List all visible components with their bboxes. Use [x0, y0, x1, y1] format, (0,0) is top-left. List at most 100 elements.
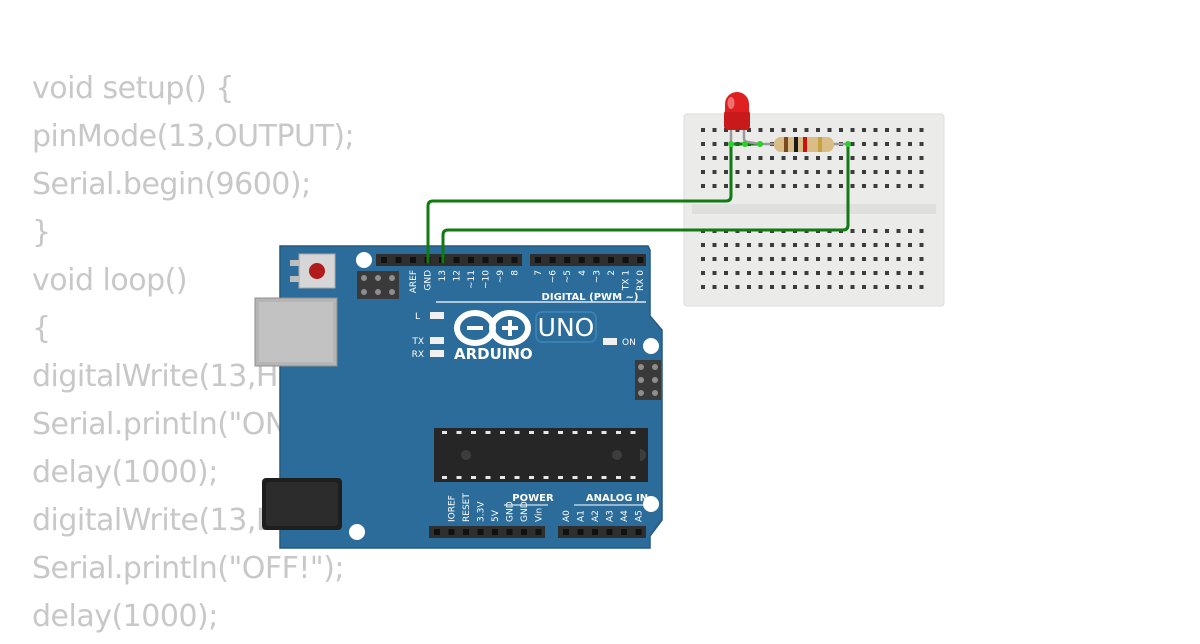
breadboard-hole[interactable]	[701, 257, 705, 261]
breadboard-hole[interactable]	[701, 243, 705, 247]
breadboard-hole[interactable]	[758, 170, 763, 174]
breadboard-hole[interactable]	[724, 184, 728, 188]
breadboard-hole[interactable]	[885, 170, 889, 174]
breadboard-hole[interactable]	[747, 128, 751, 132]
breadboard-hole[interactable]	[816, 128, 820, 132]
breadboard-hole[interactable]	[896, 229, 901, 233]
breadboard-hole[interactable]	[758, 243, 763, 247]
header-socket[interactable]	[482, 257, 489, 263]
header-socket[interactable]	[564, 257, 571, 263]
breadboard-hole[interactable]	[770, 128, 774, 132]
breadboard-hole[interactable]	[850, 128, 855, 132]
breadboard-hole[interactable]	[781, 243, 786, 247]
header-socket[interactable]	[622, 257, 629, 263]
breadboard-hole[interactable]	[908, 142, 912, 146]
breadboard-hole[interactable]	[919, 184, 924, 188]
breadboard-hole[interactable]	[862, 156, 866, 160]
breadboard-hole[interactable]	[781, 170, 786, 174]
breadboard-hole[interactable]	[770, 257, 774, 261]
breadboard-hole[interactable]	[862, 184, 866, 188]
breadboard-hole[interactable]	[804, 285, 809, 289]
breadboard-hole[interactable]	[701, 184, 705, 188]
header-socket[interactable]	[521, 529, 527, 535]
breadboard-hole[interactable]	[839, 156, 843, 160]
breadboard-hole[interactable]	[885, 285, 889, 289]
breadboard-hole[interactable]	[885, 184, 889, 188]
breadboard-hole[interactable]	[862, 257, 866, 261]
breadboard-hole[interactable]	[804, 170, 809, 174]
breadboard-hole[interactable]	[816, 285, 820, 289]
breadboard-hole[interactable]	[804, 243, 809, 247]
header-socket[interactable]	[608, 257, 614, 263]
breadboard-hole[interactable]	[804, 257, 809, 261]
header-socket[interactable]	[535, 529, 542, 535]
breadboard-hole[interactable]	[862, 243, 866, 247]
breadboard-hole[interactable]	[908, 170, 912, 174]
header-socket[interactable]	[477, 529, 484, 535]
header-socket[interactable]	[593, 257, 600, 263]
breadboard-hole[interactable]	[896, 285, 901, 289]
breadboard-hole[interactable]	[712, 156, 717, 160]
breadboard-hole[interactable]	[850, 285, 855, 289]
breadboard-hole[interactable]	[896, 128, 901, 132]
breadboard-hole[interactable]	[747, 156, 751, 160]
header-socket[interactable]	[511, 257, 518, 263]
breadboard-hole[interactable]	[885, 229, 889, 233]
breadboard-hole[interactable]	[873, 271, 878, 275]
breadboard-hole[interactable]	[770, 271, 774, 275]
header-socket[interactable]	[549, 257, 556, 263]
breadboard-hole[interactable]	[712, 285, 717, 289]
breadboard-hole[interactable]	[735, 285, 740, 289]
breadboard-hole[interactable]	[908, 285, 912, 289]
power-header[interactable]	[429, 526, 545, 538]
breadboard-hole[interactable]	[919, 257, 924, 261]
breadboard-hole[interactable]	[885, 243, 889, 247]
breadboard-hole[interactable]	[850, 170, 855, 174]
header-socket[interactable]	[621, 529, 627, 535]
breadboard-hole[interactable]	[850, 271, 855, 275]
breadboard-hole[interactable]	[712, 271, 717, 275]
resistor[interactable]	[760, 137, 848, 152]
breadboard-hole[interactable]	[908, 156, 912, 160]
header-socket[interactable]	[535, 257, 541, 263]
breadboard-hole[interactable]	[839, 170, 843, 174]
breadboard-hole[interactable]	[862, 128, 866, 132]
breadboard-hole[interactable]	[758, 156, 763, 160]
breadboard-hole[interactable]	[747, 285, 751, 289]
breadboard-hole[interactable]	[896, 243, 901, 247]
breadboard-hole[interactable]	[827, 271, 832, 275]
breadboard-hole[interactable]	[758, 271, 763, 275]
breadboard-hole[interactable]	[701, 285, 705, 289]
breadboard-hole[interactable]	[850, 156, 855, 160]
breadboard-hole[interactable]	[735, 156, 740, 160]
breadboard-hole[interactable]	[919, 128, 924, 132]
breadboard-hole[interactable]	[908, 184, 912, 188]
breadboard-hole[interactable]	[793, 128, 797, 132]
breadboard-hole[interactable]	[827, 128, 832, 132]
breadboard-hole[interactable]	[873, 142, 878, 146]
breadboard-hole[interactable]	[850, 257, 855, 261]
breadboard-hole[interactable]	[885, 156, 889, 160]
breadboard-hole[interactable]	[701, 128, 705, 132]
breadboard-hole[interactable]	[816, 271, 820, 275]
breadboard-hole[interactable]	[896, 257, 901, 261]
breadboard-hole[interactable]	[862, 170, 866, 174]
breadboard-hole[interactable]	[701, 170, 705, 174]
breadboard-hole[interactable]	[885, 142, 889, 146]
breadboard-hole[interactable]	[804, 184, 809, 188]
breadboard-hole[interactable]	[850, 243, 855, 247]
breadboard-hole[interactable]	[804, 271, 809, 275]
breadboard-hole[interactable]	[827, 184, 832, 188]
breadboard-hole[interactable]	[781, 257, 786, 261]
header-socket[interactable]	[463, 529, 469, 535]
breadboard-hole[interactable]	[735, 257, 740, 261]
reset-button[interactable]	[290, 253, 336, 289]
breadboard-hole[interactable]	[839, 128, 843, 132]
breadboard-hole[interactable]	[919, 271, 924, 275]
breadboard-hole[interactable]	[793, 156, 797, 160]
header-socket[interactable]	[492, 529, 498, 535]
breadboard-hole[interactable]	[724, 285, 728, 289]
breadboard-hole[interactable]	[758, 285, 763, 289]
breadboard-hole[interactable]	[712, 170, 717, 174]
header-socket[interactable]	[592, 529, 598, 535]
